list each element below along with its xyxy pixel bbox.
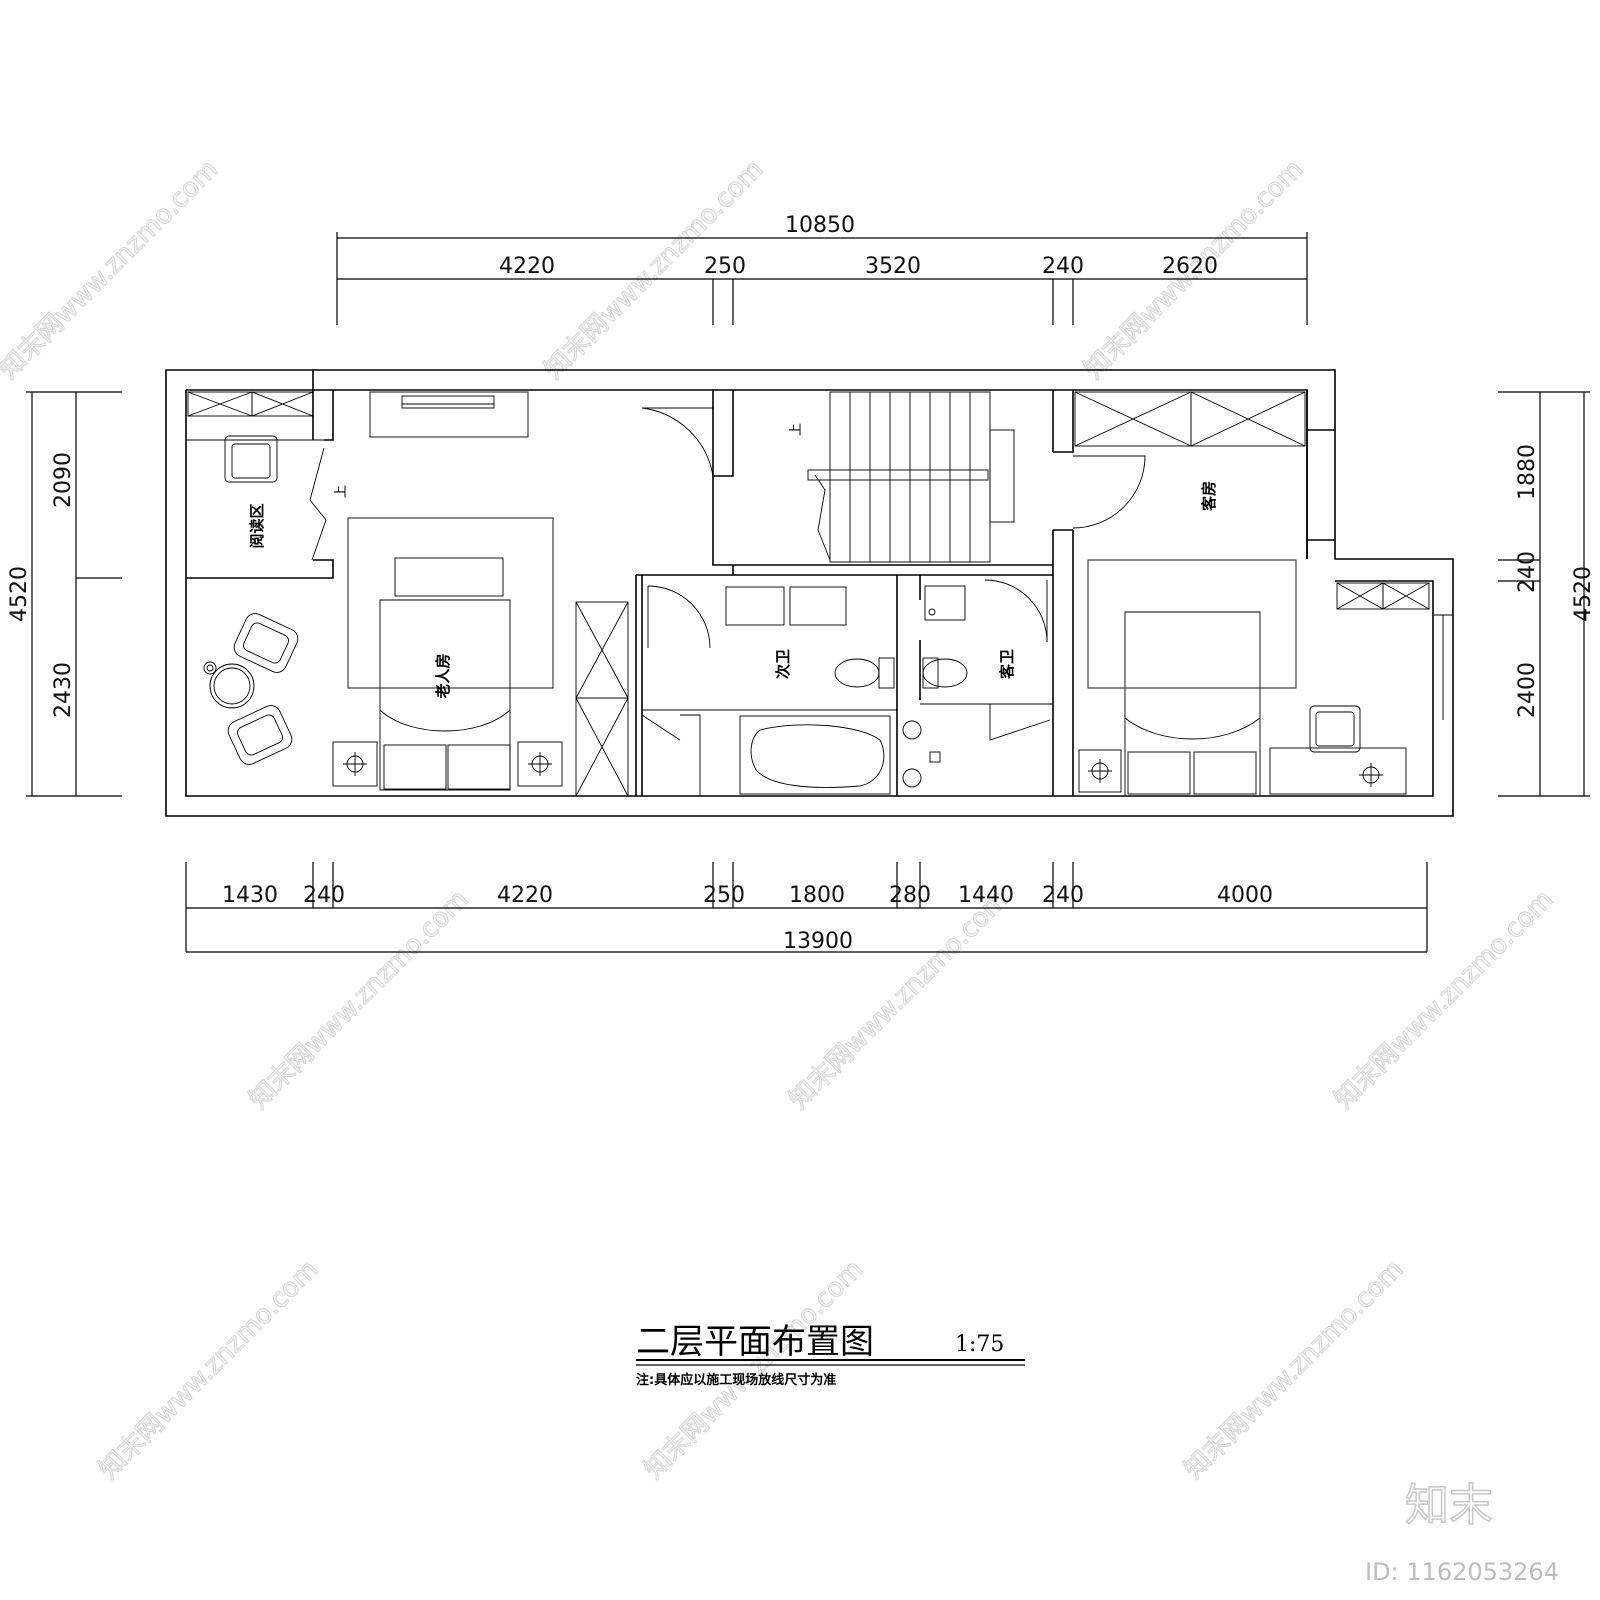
dim-bottom-seg: 1800 [789,883,845,908]
room-label-second-bath: 次卫 [774,649,792,679]
dim-left-seg: 2430 [51,662,76,718]
dim-left-seg: 2090 [51,452,76,508]
guest-room: 客房 [1072,391,1453,797]
dim-top-seg: 2620 [1162,254,1218,279]
watermark-text: 知末网www.znzmo.com [1329,884,1560,1115]
dim-bottom-seg: 250 [703,883,745,908]
bottom-dimensions: 1430 240 4220 250 1800 280 1440 240 4000… [185,862,1428,954]
second-bathroom: 次卫 [641,585,897,796]
dim-top-total: 10850 [785,213,855,238]
right-dimensions: 1880 240 2400 4520 [1498,391,1596,797]
dim-top-seg: 4220 [499,254,555,279]
dim-bottom-seg: 1440 [958,883,1014,908]
room-label-guest-bath: 客卫 [998,649,1016,680]
left-dimensions: 4520 2090 2430 [7,391,122,797]
dim-top-seg: 240 [1042,254,1084,279]
staircase: 上 [789,391,1015,563]
dim-bottom-seg: 4220 [497,883,553,908]
dim-bottom-total: 13900 [783,929,853,954]
drawing-scale: 1:75 [955,1332,1004,1357]
watermark-text: 知末网www.znzmo.com [784,884,1015,1115]
dim-left-total: 4520 [7,566,32,622]
room-label-guest-room: 客房 [1200,481,1218,512]
watermark-text: 知末网www.znzmo.com [639,1254,870,1485]
dim-right-seg: 2400 [1515,662,1540,718]
guest-bathroom: 客卫 [902,579,1053,788]
watermark-logo: 知末 [1405,1480,1493,1531]
dim-bottom-seg: 280 [889,883,931,908]
image-id-label: ID: 1162053264 [1365,1558,1559,1586]
watermark-text: 知末网www.znzmo.com [94,1254,325,1485]
up-arrow-label: 上 [334,485,349,498]
top-dimensions: 10850 4220 250 3520 240 2620 [336,213,1308,325]
title-block: 二层平面布置图 1:75 注:具体应以施工现场放线尺寸为准 [636,1322,1025,1388]
reading-area: 上 阅读区 [186,391,349,765]
watermark-layer: 知末网www.znzmo.com 知末网www.znzmo.com 知末网www… [0,154,1560,1586]
dim-bottom-seg: 240 [303,883,345,908]
dim-bottom-seg: 240 [1042,883,1084,908]
dim-bottom-seg: 4000 [1217,883,1273,908]
drawing-title: 二层平面布置图 [636,1322,874,1362]
dim-right-seg: 1880 [1515,444,1540,500]
drawing-note: 注:具体应以施工现场放线尺寸为准 [636,1372,836,1388]
dim-right-seg: 240 [1515,551,1540,593]
room-label-reading: 阅读区 [248,503,266,548]
watermark-text: 知末网www.znzmo.com [244,884,475,1115]
up-arrow-label: 上 [789,423,804,436]
dim-right-total: 4520 [1571,566,1596,622]
dim-top-seg: 3520 [865,254,921,279]
dim-bottom-seg: 1430 [222,883,278,908]
elder-bedroom: 老人房 [332,391,714,797]
watermark-text: 知末网www.znzmo.com [0,154,224,385]
dim-top-seg: 250 [704,254,746,279]
watermark-text: 知末网www.znzmo.com [1179,1254,1410,1485]
room-label-elder-bedroom: 老人房 [434,653,452,699]
